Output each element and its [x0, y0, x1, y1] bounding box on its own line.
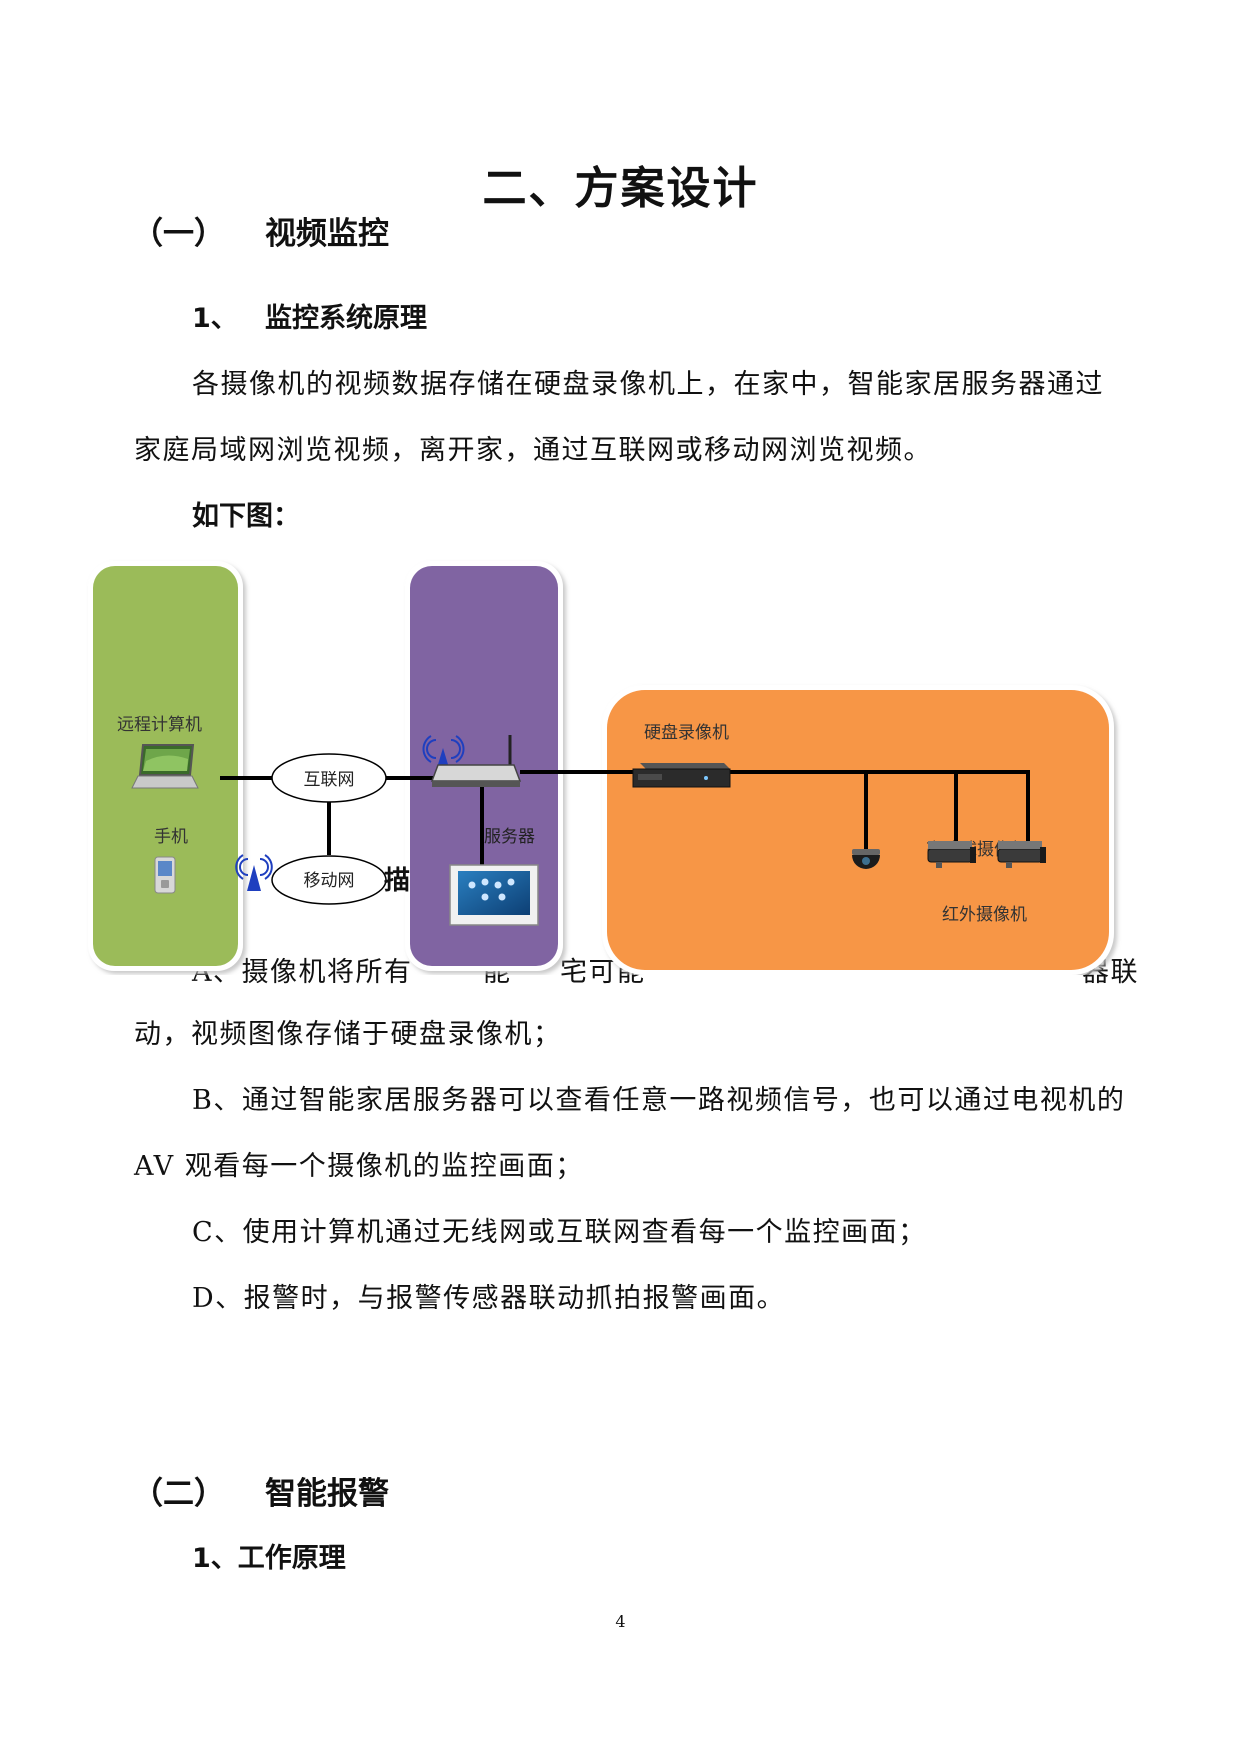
- para-b-line-2: AV 观看每一个摄像机的监控画面；: [134, 1151, 584, 1182]
- network-lines: [220, 770, 1030, 865]
- section-2-number: （二）: [132, 1476, 225, 1512]
- server-label: 服务器: [484, 827, 535, 847]
- mobile-tower-icon: [235, 854, 273, 891]
- wireless-router-icon: [422, 735, 522, 787]
- mobile-network-cloud: [271, 855, 387, 905]
- laptop-icon: [131, 744, 199, 789]
- touch-panel-icon: [449, 864, 539, 926]
- section-2-title: 智能报警: [265, 1476, 389, 1512]
- para-d: D、报警时，与报警传感器联动抓拍报警画面。: [192, 1283, 786, 1314]
- internet-cloud: [271, 753, 387, 803]
- internet-label: 互联网: [304, 770, 355, 790]
- para-a-line-2: 动，视频图像存储于硬盘录像机；: [134, 1019, 562, 1050]
- home-panel: [607, 690, 1109, 970]
- ir-camera-label: 红外摄像机: [942, 905, 1027, 925]
- subsection-1-number: 1、: [192, 303, 238, 334]
- phone-label: 手机: [154, 827, 188, 847]
- para-c: C、使用计算机通过无线网或互联网查看每一个监控画面；: [192, 1217, 927, 1248]
- hidden-text-fragment: 描: [384, 866, 410, 896]
- dome-camera-icon: [852, 849, 880, 869]
- para-b-line-1: B、通过智能家居服务器可以查看任意一路视频信号，也可以通过电视机的: [192, 1085, 1126, 1116]
- dvr-label: 硬盘录像机: [644, 723, 729, 743]
- section-2-subsection-1: 1、工作原理: [192, 1543, 346, 1574]
- para-1-line-2: 家庭局域网浏览视频，离开家，通过互联网或移动网浏览视频。: [134, 435, 932, 466]
- mobile-network-label: 移动网: [304, 871, 355, 891]
- page-title: 二、方案设计: [482, 163, 759, 214]
- para-1-line-1: 各摄像机的视频数据存储在硬盘录像机上，在家中，智能家居服务器通过: [192, 369, 1104, 400]
- monitoring-system-diagram: 互联网 移动网 描 远程计算机 手机 服务器 硬盘录像机 红外摄像机: [88, 561, 1114, 975]
- ir-camera-icon: [927, 841, 976, 868]
- mobile-phone-icon: [154, 856, 176, 894]
- remote-pc-label: 远程计算机: [117, 715, 202, 735]
- page-number: 4: [615, 1612, 626, 1631]
- section-1-title: 视频监控: [265, 216, 389, 252]
- figure-intro: 如下图：: [192, 501, 300, 532]
- dvr-icon: [632, 763, 731, 788]
- subsection-1-title: 监控系统原理: [265, 303, 427, 334]
- section-1-number: （一）: [132, 216, 225, 252]
- ir-camera-icon-2: [997, 841, 1046, 868]
